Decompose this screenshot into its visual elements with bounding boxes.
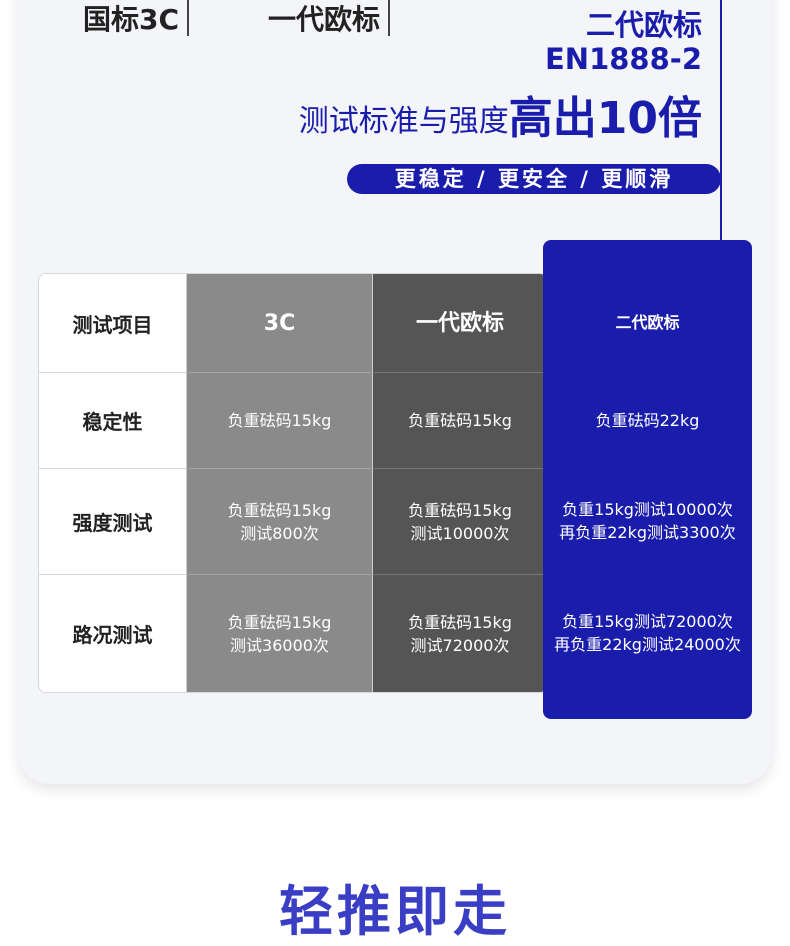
cell-text: 负重砝码22kg (595, 410, 700, 430)
cell-eu2-strength: 负重15kg测试10000次 再负重22kg测试3300次 (543, 468, 752, 574)
eu2-title: 二代欧标 EN1888-2 (545, 8, 702, 76)
row-label-stability: 稳定性 (39, 373, 186, 469)
eu2-title-code: EN1888-2 (544, 42, 702, 76)
cell-text: 负重砝码15kg (227, 500, 332, 520)
cell-text: 再负重22kg测试24000次 (554, 634, 741, 654)
cell-eu1-road: 负重砝码15kg 测试72000次 (372, 575, 547, 692)
header-3c: 3C (186, 274, 372, 373)
headline-light: 测试标准与强度 (298, 104, 509, 139)
header-label: 测试项目 (39, 274, 186, 373)
cell-text: 负重砝码15kg (227, 411, 332, 430)
cell-text: 测试36000次 (230, 635, 329, 655)
cell-text: 再负重22kg测试3300次 (559, 523, 736, 542)
cell-eu2-stability: 负重砝码22kg (543, 372, 752, 468)
cell-eu1-stability: 负重砝码15kg (372, 373, 547, 469)
benefits-pill: 更稳定 / 更安全 / 更顺滑 (347, 164, 721, 194)
row-label-road: 路况测试 (39, 575, 186, 692)
header-eu1: 一代欧标 (372, 274, 547, 373)
cell-text: 负重砝码15kg (408, 500, 512, 520)
eu2-column-panel: 二代欧标 负重砝码22kg 负重15kg测试10000次 再负重22kg测试33… (543, 240, 752, 719)
tab-gb-3c[interactable]: 国标3C (83, 0, 190, 36)
cell-text: 负重15kg测试72000次 (562, 611, 733, 631)
cell-eu2-road: 负重15kg测试72000次 再负重22kg测试24000次 (543, 574, 752, 691)
cell-text: 测试800次 (240, 523, 319, 543)
cell-text: 负重砝码15kg (408, 411, 512, 430)
cell-3c-strength: 负重砝码15kg 测试800次 (186, 469, 372, 575)
cell-text: 负重砝码15kg (227, 612, 332, 632)
tab-eu-gen1[interactable]: 一代欧标 (268, 0, 391, 36)
cell-text: 测试10000次 (410, 523, 510, 543)
eu2-divider-line (720, 0, 722, 248)
comparison-table: 测试项目 3C 一代欧标 稳定性 负重砝码15kg 负重砝码15kg 强度测试 … (38, 273, 548, 693)
cell-text: 负重15kg测试10000次 (562, 500, 733, 519)
footer-title: 轻推即走 (279, 880, 511, 943)
cell-text: 测试72000次 (410, 635, 510, 655)
cell-3c-stability: 负重砝码15kg (186, 373, 372, 469)
cell-text: 负重砝码15kg (408, 612, 512, 632)
headline: 测试标准与强度 高出10倍 (299, 92, 702, 146)
headline-bold: 高出10倍 (508, 93, 702, 144)
row-label-strength: 强度测试 (39, 469, 186, 575)
eu2-title-name: 二代欧标 (585, 8, 702, 42)
header-eu2: 二代欧标 (615, 313, 680, 332)
cell-3c-road: 负重砝码15kg 测试36000次 (186, 575, 372, 692)
cell-eu1-strength: 负重砝码15kg 测试10000次 (372, 469, 547, 575)
